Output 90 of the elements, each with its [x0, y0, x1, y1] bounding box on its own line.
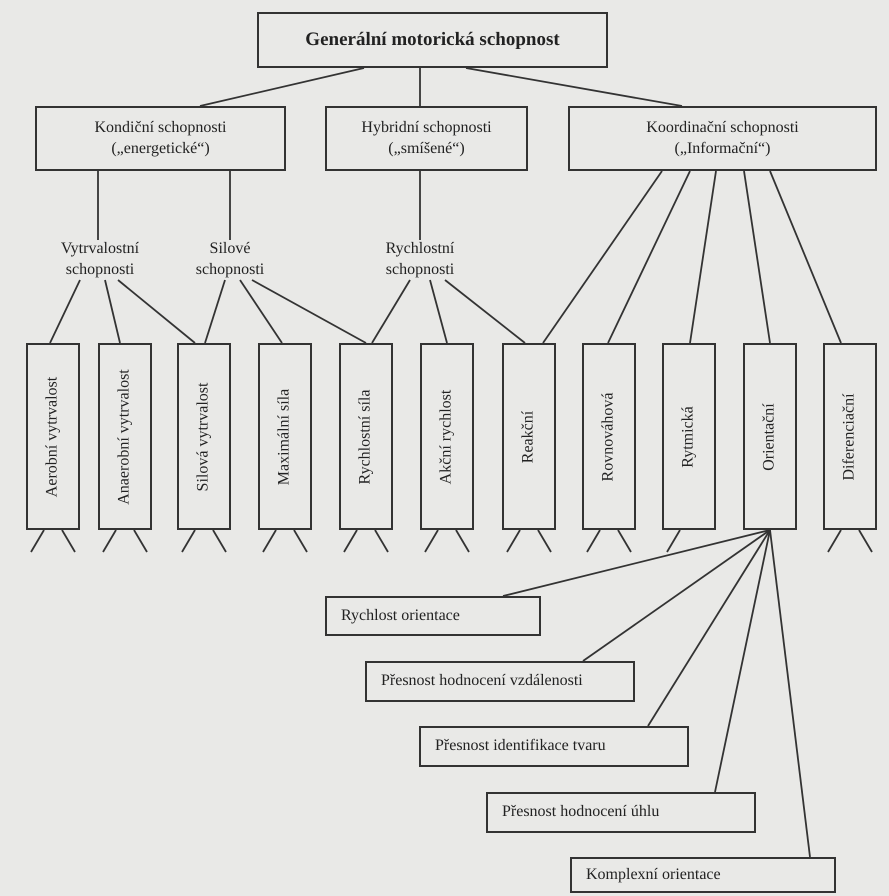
connector-line [714, 530, 771, 792]
connector-line [769, 170, 842, 344]
connector-line [429, 280, 448, 344]
node-text: Rychlostní síla [356, 389, 375, 484]
node-text: Anaerobní vytrvalost [114, 368, 134, 504]
stub-line [343, 530, 358, 552]
node-text: Rychlostní schopnosti [384, 239, 456, 280]
node-text: Silová vytrvalost [194, 382, 213, 491]
node-text: („Informační“) [674, 138, 770, 158]
vertical-box [582, 343, 636, 530]
node-text: Přesnost identifikace tvaru [435, 736, 606, 756]
vertical-box [743, 343, 797, 530]
node-text: Reakční [518, 410, 538, 463]
node-text: Akční rychlost [436, 389, 456, 484]
node-text: Rovnováhová [598, 392, 618, 481]
vertical-box [98, 343, 152, 530]
node-text: Silové schopnosti [194, 239, 266, 280]
node-text: Hybridní schopnosti [361, 118, 492, 138]
stub-line [133, 530, 148, 552]
vertical-box [26, 343, 80, 530]
connector-line [49, 280, 81, 344]
box [35, 106, 286, 171]
box [365, 661, 635, 702]
vertical-box [502, 343, 556, 530]
stub-line [827, 530, 842, 552]
stub-line [262, 530, 277, 552]
stub-line [455, 530, 470, 552]
connector-line [239, 280, 283, 344]
node-text: Rychlost orientace [341, 606, 460, 626]
node-text: Komplexní orientace [586, 864, 721, 885]
connector-line [371, 280, 411, 344]
stub-line [293, 530, 308, 552]
connector-line [542, 170, 663, 344]
box [570, 857, 836, 893]
connector-line [582, 529, 771, 662]
stub-line [858, 530, 873, 552]
node-text: Maximální síla [274, 388, 294, 485]
vertical-box [823, 343, 877, 530]
stub-line [212, 530, 227, 552]
connector-line [502, 529, 770, 597]
node-text: Vytrvalostní schopnosti [60, 239, 140, 280]
connector-line [689, 170, 717, 344]
box [325, 596, 541, 636]
stub-line [30, 530, 45, 552]
box [486, 792, 756, 833]
box [257, 12, 608, 68]
stub-line [424, 530, 439, 552]
box [325, 106, 528, 171]
connector-line [200, 67, 364, 107]
node-text: Generální motorická schopnost [305, 28, 560, 52]
connector-line [229, 171, 231, 240]
connector-line [97, 171, 99, 240]
node-text: Koordinační schopnosti [646, 118, 799, 138]
connector-line [769, 530, 811, 858]
node-text: („smíšené“) [388, 138, 465, 158]
node-text: („energetické“) [111, 138, 210, 158]
vertical-box [177, 343, 231, 530]
connector-line [607, 170, 691, 344]
connector-line [419, 68, 421, 106]
stub-line [617, 530, 632, 552]
stub-line [586, 530, 601, 552]
node-text: Přesnost hodnocení vzdálenosti [381, 671, 583, 692]
vertical-box [258, 343, 312, 530]
node-text: Kondiční schopnosti [94, 118, 226, 138]
node-text: Diferenciační [840, 392, 859, 480]
connector-line [204, 280, 226, 344]
connector-line [252, 279, 366, 344]
connector-line [117, 279, 196, 344]
node-text: Přesnost hodnocení úhlu [502, 802, 660, 822]
connector-line [104, 280, 121, 344]
node-text: Aerobní vytrvalost [42, 376, 62, 497]
vertical-box [420, 343, 474, 530]
node-text: Rytmická [678, 406, 698, 468]
stub-line [374, 530, 389, 552]
stub-line [102, 530, 117, 552]
connector-line [466, 67, 682, 107]
stub-line [181, 530, 196, 552]
vertical-box [662, 343, 716, 530]
stub-line [61, 530, 76, 552]
connector-line [647, 530, 771, 726]
stub-line [537, 530, 552, 552]
stub-line [666, 530, 681, 552]
box [568, 106, 877, 171]
connector-line [419, 171, 421, 240]
node-text: Orientační [760, 402, 779, 470]
stub-line [506, 530, 521, 552]
box [419, 726, 689, 767]
connector-line [444, 279, 526, 344]
connector-line [743, 170, 771, 344]
vertical-box [339, 343, 393, 530]
